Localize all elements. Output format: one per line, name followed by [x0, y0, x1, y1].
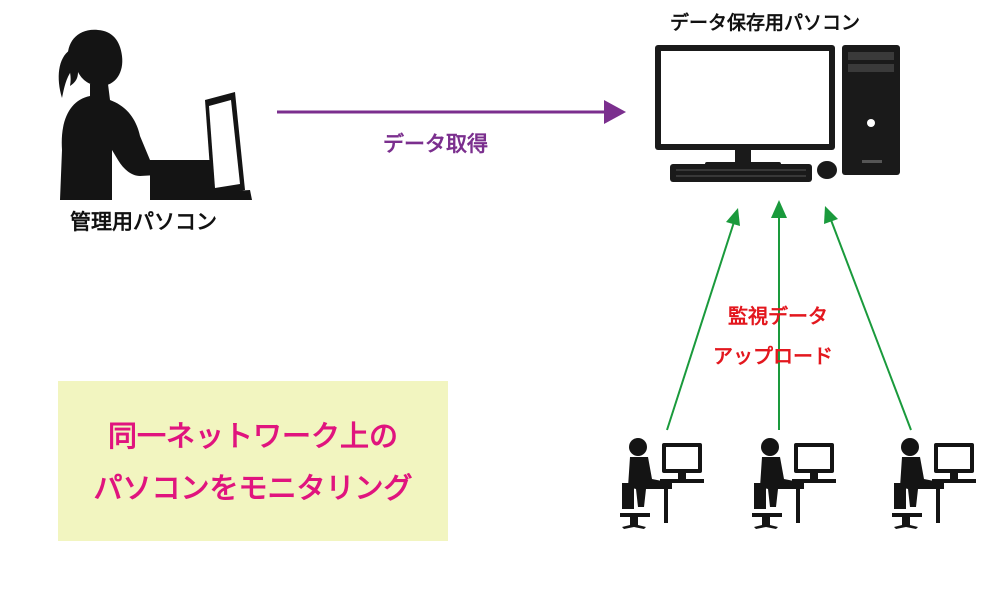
note-box: 同一ネットワーク上の パソコンをモニタリング: [58, 381, 448, 541]
worker-icon: [752, 438, 836, 529]
note-line1: 同一ネットワーク上の: [107, 419, 398, 453]
admin-pc-label: 管理用パソコン: [70, 210, 217, 234]
worker-icon: [620, 438, 704, 529]
upload-label-line1: 監視データ: [728, 304, 828, 328]
mouse-icon: [817, 161, 837, 179]
storage-tower-icon: [842, 45, 900, 175]
admin-person-icon: [58, 29, 212, 200]
fetch-arrow: [277, 100, 626, 124]
upload-arrows: [666, 200, 912, 431]
fetch-label: データ取得: [383, 132, 488, 156]
worker-icon: [892, 438, 976, 529]
storage-monitor-icon: [655, 45, 835, 167]
note-line2: パソコンをモニタリング: [93, 471, 413, 505]
admin-laptop-icon: [150, 92, 252, 200]
keyboard-icon: [670, 164, 812, 182]
upload-label-line2: アップロード: [713, 344, 833, 368]
storage-pc-label: データ保存用パソコン: [670, 12, 861, 34]
